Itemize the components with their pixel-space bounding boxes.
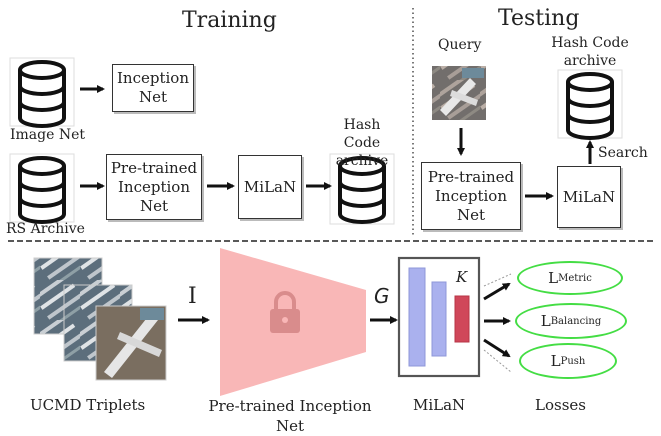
loss-metric-sub: Metric: [558, 272, 592, 284]
arrow-icon: [483, 282, 511, 301]
testing-milan-box: MiLaN: [557, 166, 621, 228]
imagenet-database-icon: [9, 57, 75, 128]
loss-push-sub: Push: [560, 355, 586, 367]
loss-metric-main: L: [548, 269, 559, 287]
k-symbol: K: [456, 268, 468, 286]
feature-symbol: G: [374, 284, 390, 308]
query-label: Query: [438, 37, 482, 53]
loss-balancing-sub: Balancing: [550, 315, 602, 327]
ucmd-triplet-images: [33, 257, 167, 381]
pretrained-inception-box: Pre-trained Inception Net: [106, 154, 202, 220]
testing-hash-archive-database-icon: [557, 69, 623, 140]
search-label: Search: [598, 145, 648, 161]
input-symbol: I: [188, 284, 197, 309]
diagram-canvas: [8, 8, 654, 396]
testing-milan-box-label: MiLaN: [562, 187, 616, 206]
testing-pretrained-inception-box-label: Pre-trained Inception Net: [427, 167, 515, 224]
training-title: Training: [182, 8, 277, 33]
milan-network-box: [397, 256, 481, 378]
testing-pretrained-inception-box: Pre-trained Inception Net: [421, 162, 521, 230]
milan-label: MiLaN: [413, 396, 466, 414]
query-image: [432, 66, 486, 120]
milan-box: MiLaN: [238, 155, 302, 219]
inception-net-box-label: Inception Net: [117, 69, 189, 106]
pretrained-inception-box-label: Pre-trained Inception Net: [110, 158, 198, 215]
hash-code-archive-label: Hash Code archive: [335, 117, 389, 169]
imagenet-label: Image Net: [10, 127, 86, 143]
pretrained-inception-label: Pre-trained Inception Net: [208, 397, 372, 435]
lock-icon: [270, 291, 300, 333]
losses-label: Losses: [535, 396, 586, 414]
ucmd-triplets-label: UCMD Triplets: [30, 396, 146, 414]
rs-archive-database-icon: [9, 153, 75, 224]
loss-push-main: L: [550, 352, 561, 370]
loss-balancing-main: L: [540, 312, 551, 330]
testing-hash-code-archive-label: Hash Code archive: [551, 35, 629, 69]
inception-net-box: Inception Net: [112, 64, 194, 112]
milan-box-label: MiLaN: [243, 177, 297, 196]
testing-title: Testing: [498, 6, 580, 31]
arrow-icon: [483, 338, 511, 358]
rs-archive-label: RS Archive: [6, 221, 85, 237]
